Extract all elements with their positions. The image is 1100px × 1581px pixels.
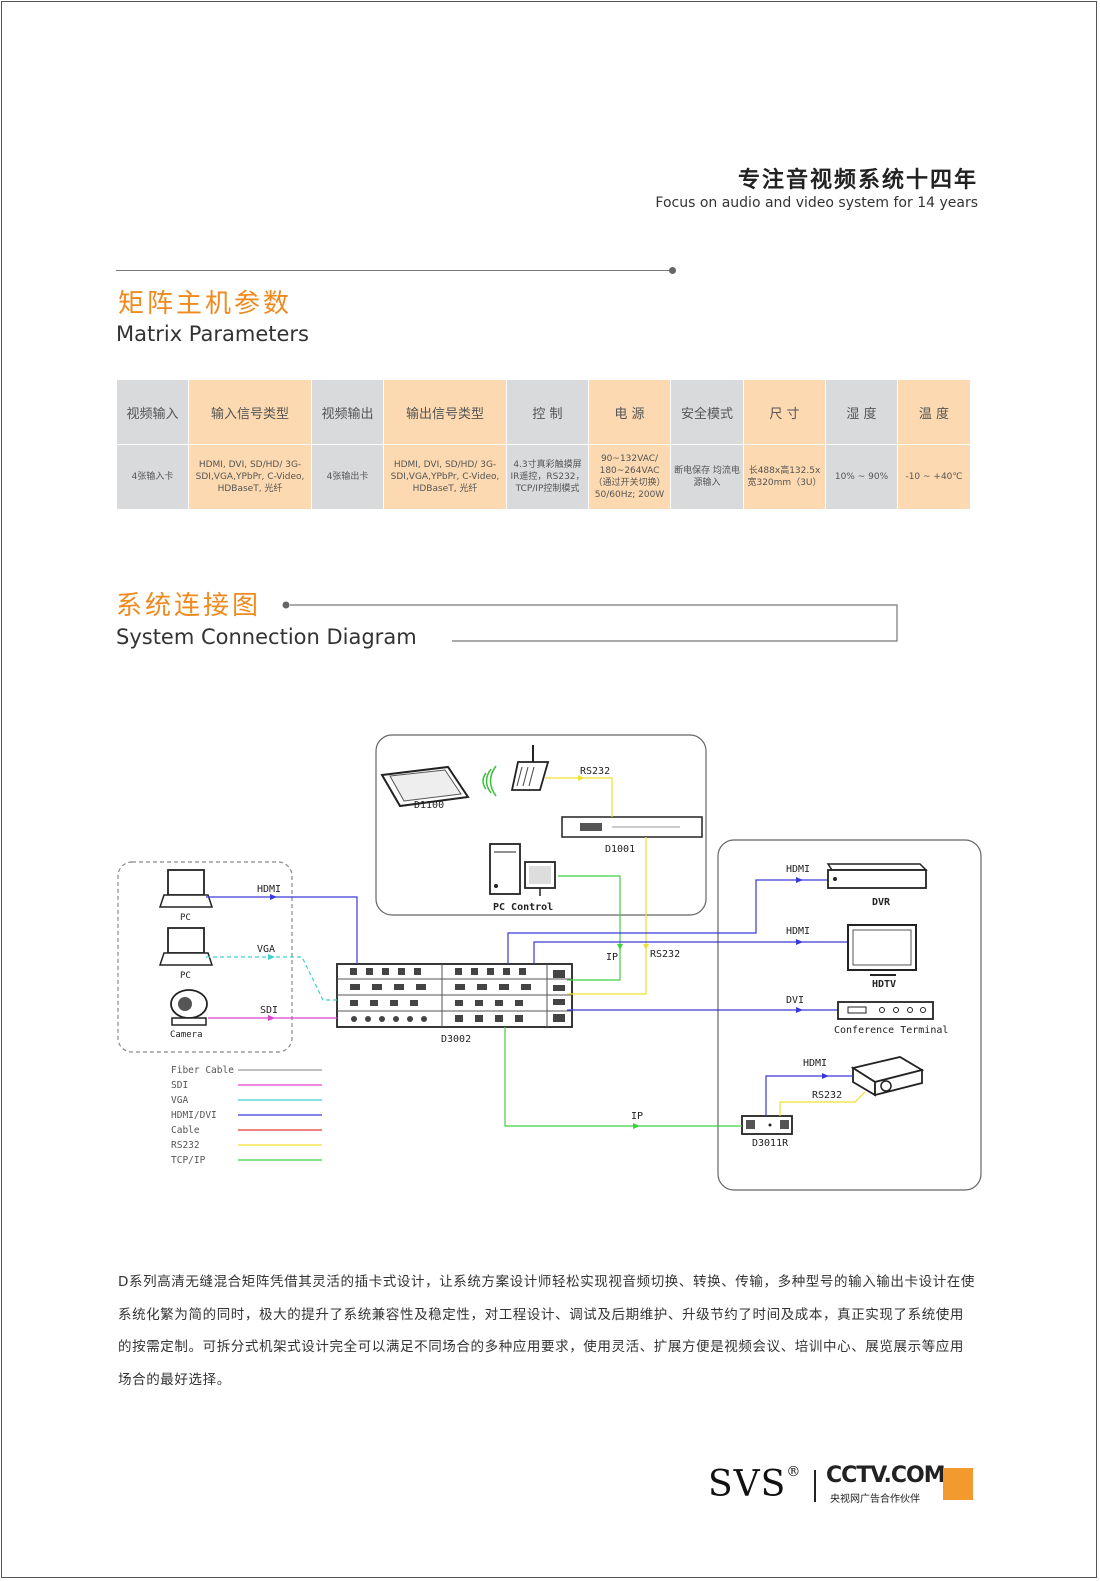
section-rule bbox=[116, 270, 672, 271]
diagram-title-bracket bbox=[282, 601, 898, 642]
cctv-logo: CCTV.COM bbox=[826, 1463, 946, 1488]
device-label-dvr: DVR bbox=[872, 897, 891, 908]
ip-link-receiver bbox=[504, 1027, 742, 1127]
rs232-link-projector bbox=[779, 1091, 866, 1116]
camera-icon bbox=[170, 989, 208, 1026]
hdmi-link-pc bbox=[206, 896, 358, 964]
legend-label: TCP/IP bbox=[171, 1155, 206, 1166]
logo-divider bbox=[814, 1470, 816, 1502]
legend-label: Cable bbox=[171, 1125, 200, 1136]
link-label-vga: VGA bbox=[257, 944, 275, 955]
header-cell: 湿 度 bbox=[825, 379, 898, 445]
device-label-pc1: PC bbox=[180, 913, 191, 923]
cctv-logo-subtitle: 央视网广告合作伙伴 bbox=[830, 1494, 920, 1505]
value-cell: 4.3寸真彩触摸屏 IR遥控，RS232， TCP/IP控制模式 bbox=[506, 444, 589, 510]
link-label-ip-bottom: IP bbox=[631, 1111, 643, 1122]
header-cell: 视频输出 bbox=[311, 379, 384, 445]
device-label-d1100: D1100 bbox=[414, 800, 444, 811]
projector-icon bbox=[850, 1056, 925, 1097]
d1001-controller-icon bbox=[561, 816, 703, 838]
value-cell: 长488x高132.5x 宽320mm（3U） bbox=[743, 444, 826, 510]
link-label-rs232-top: RS232 bbox=[580, 766, 610, 777]
conference-terminal-icon bbox=[837, 1001, 934, 1020]
legend-label: RS232 bbox=[171, 1140, 200, 1151]
output-group-box bbox=[717, 839, 982, 1191]
wireless-icon bbox=[482, 765, 497, 797]
header-cell: 输入信号类型 bbox=[188, 379, 312, 445]
header-slogan-cn: 专注音视频系统十四年 bbox=[737, 168, 978, 193]
device-label-hdtv: HDTV bbox=[872, 979, 896, 990]
control-group-box bbox=[375, 734, 707, 916]
header-cell: 视频输入 bbox=[116, 379, 189, 445]
brand-accent-square bbox=[943, 1468, 973, 1500]
product-description: D系列高清无缝混合矩阵凭借其灵活的插卡式设计，让系统方案设计师轻松实现视音频切换… bbox=[118, 1274, 975, 1388]
device-label-pc2: PC bbox=[180, 971, 191, 981]
dvr-icon bbox=[826, 863, 928, 889]
header-slogan-en: Focus on audio and video system for 14 y… bbox=[655, 195, 978, 211]
vga-link bbox=[206, 956, 337, 1001]
value-cell: -10 ~ +40℃ bbox=[897, 444, 971, 510]
device-label-pc-control: PC Control bbox=[493, 902, 553, 913]
ip-link-pc-control bbox=[558, 875, 621, 981]
device-label-camera: Camera bbox=[170, 1030, 203, 1040]
rs232-link-mid bbox=[567, 837, 647, 995]
params-value-row: 4张输入卡 HDMI, DVI, SD/HD/ 3G-SDI,VGA,YPbPr… bbox=[116, 444, 971, 510]
svs-logo: SVS® bbox=[708, 1464, 801, 1505]
value-cell: 4张输入卡 bbox=[116, 444, 189, 510]
link-label-sdi: SDI bbox=[260, 1005, 278, 1016]
header-cell: 电 源 bbox=[588, 379, 671, 445]
diagram-title-cn: 系统连接图 bbox=[116, 591, 262, 621]
wireless-gateway-icon bbox=[510, 745, 550, 791]
hdtv-icon bbox=[847, 924, 917, 976]
tablet-icon bbox=[380, 765, 470, 808]
header-cell: 控 制 bbox=[506, 379, 589, 445]
laptop-icon bbox=[158, 869, 214, 908]
device-label-d3011r: D3011R bbox=[752, 1138, 789, 1149]
link-label-hdmi-pc: HDMI bbox=[257, 884, 281, 895]
legend-label: SDI bbox=[171, 1080, 188, 1091]
header-cell: 温 度 bbox=[897, 379, 971, 445]
link-label-hdmi-projector: HDMI bbox=[803, 1058, 827, 1069]
link-label-dvi: DVI bbox=[786, 995, 804, 1006]
rs232-link-top bbox=[545, 777, 613, 817]
hdmi-link-dvr bbox=[507, 879, 828, 964]
device-label-d3002: D3002 bbox=[441, 1034, 471, 1045]
value-cell: 90~132VAC/ 180~264VAC （通过开关切换） 50/60Hz; … bbox=[588, 444, 671, 510]
header-cell: 尺 寸 bbox=[743, 379, 826, 445]
params-table: 视频输入 输入信号类型 视频输出 输出信号类型 控 制 电 源 安全模式 尺 寸… bbox=[116, 379, 971, 510]
legend-label: HDMI/DVI bbox=[171, 1110, 217, 1121]
matrix-title-en: Matrix Parameters bbox=[116, 322, 309, 346]
value-cell: 10% ~ 90% bbox=[825, 444, 898, 510]
svs-logo-text: SVS bbox=[708, 1464, 787, 1505]
registered-mark: ® bbox=[786, 1464, 802, 1480]
link-label-ip-mid: IP bbox=[606, 952, 618, 963]
pc-control-icon bbox=[489, 843, 556, 896]
laptop-icon bbox=[158, 927, 214, 966]
link-label-rs232-mid: RS232 bbox=[650, 949, 680, 960]
link-label-rs232-projector: RS232 bbox=[812, 1090, 842, 1101]
legend-label: Fiber Cable bbox=[171, 1065, 234, 1076]
matrix-title-cn: 矩阵主机参数 bbox=[118, 289, 293, 319]
diagram-title-en: System Connection Diagram bbox=[116, 625, 417, 649]
device-label-d1001: D1001 bbox=[605, 844, 635, 855]
header-cell: 输出信号类型 bbox=[383, 379, 507, 445]
section-rule-dot bbox=[669, 267, 676, 274]
params-header-row: 视频输入 输入信号类型 视频输出 输出信号类型 控 制 电 源 安全模式 尺 寸… bbox=[116, 379, 971, 445]
value-cell: 4张输出卡 bbox=[311, 444, 384, 510]
legend-label: VGA bbox=[171, 1095, 188, 1106]
d3002-matrix-icon bbox=[336, 963, 573, 1028]
hdmi-link-hdtv bbox=[533, 941, 848, 964]
link-label-hdmi-hdtv: HDMI bbox=[786, 926, 810, 937]
link-label-hdmi-dvr: HDMI bbox=[786, 864, 810, 875]
device-label-conference: Conference Terminal bbox=[834, 1025, 948, 1036]
value-cell: HDMI, DVI, SD/HD/ 3G-SDI,VGA,YPbPr, C-Vi… bbox=[188, 444, 312, 510]
cable-legend: Fiber Cable SDI VGA HDMI/DVI Cable RS232… bbox=[171, 1065, 322, 1166]
value-cell: 断电保存 均流电源输入 bbox=[670, 444, 744, 510]
d3011r-receiver-icon bbox=[741, 1115, 793, 1135]
value-cell: HDMI, DVI, SD/HD/ 3G-SDI,VGA,YPbPr, C-Vi… bbox=[383, 444, 507, 510]
